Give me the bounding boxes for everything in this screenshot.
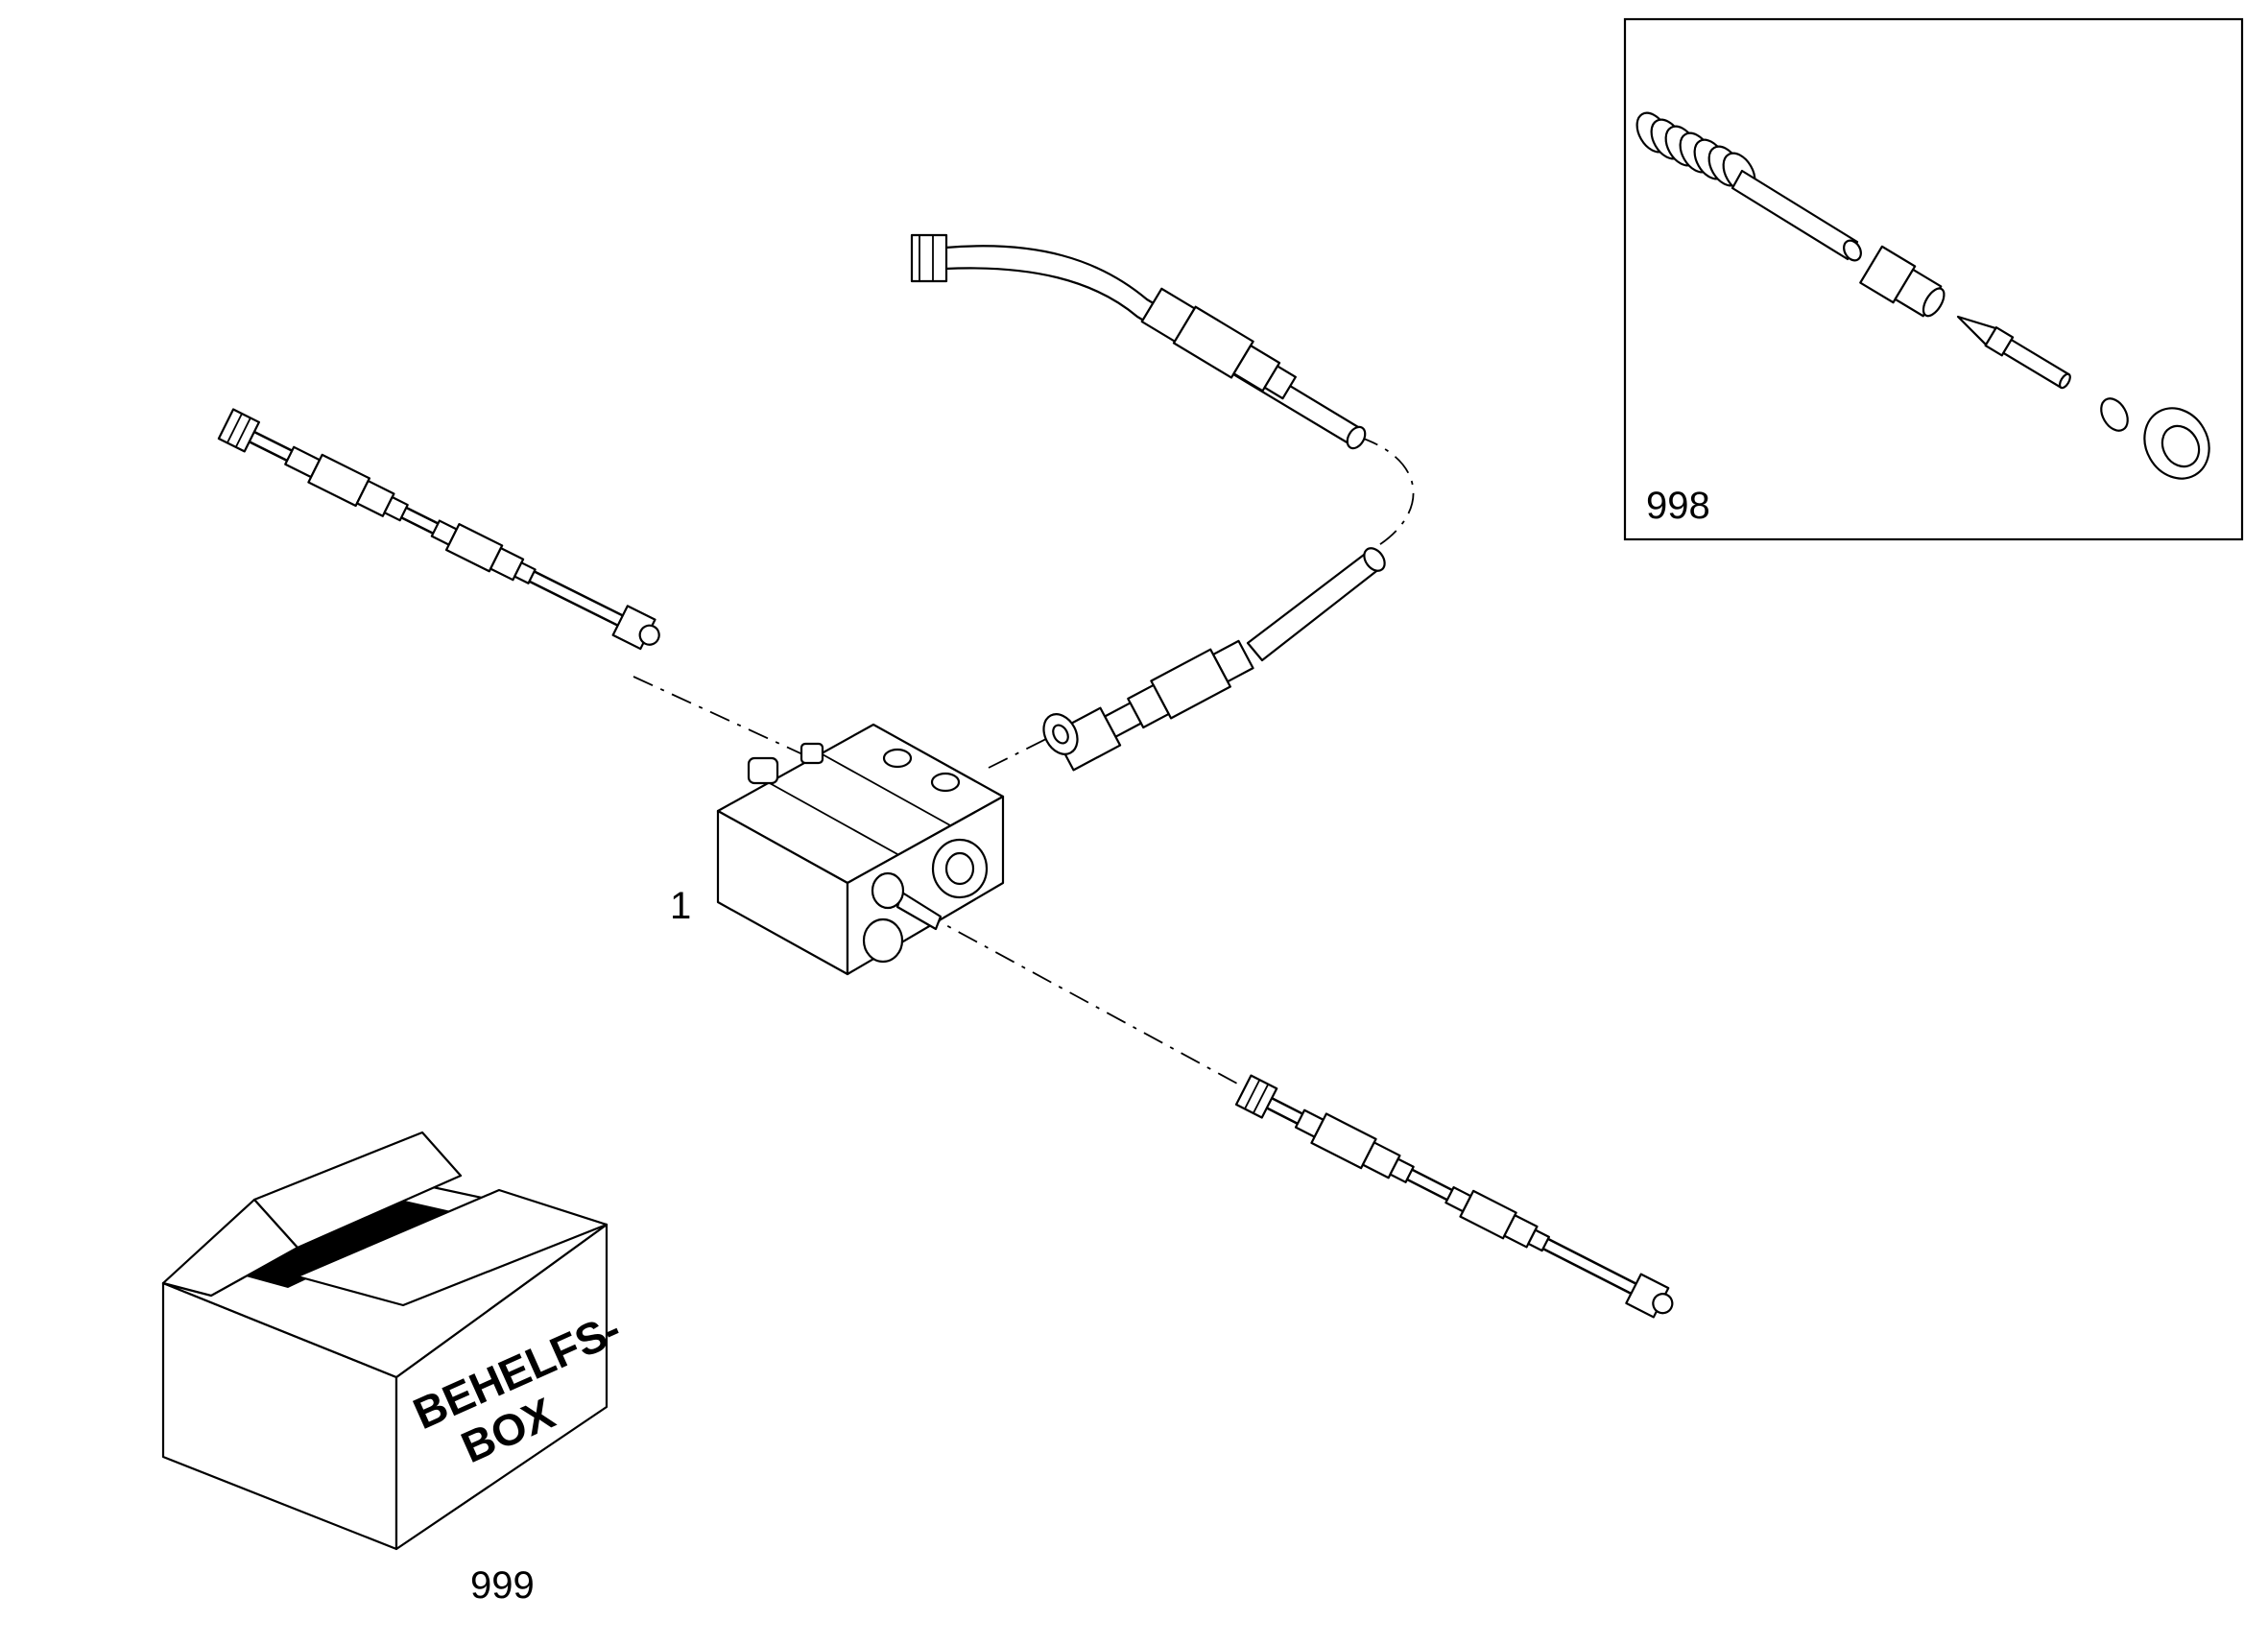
callout-1: 1 [670, 885, 691, 927]
hex-nut [2143, 407, 2210, 480]
center-lines [633, 436, 1415, 1090]
centerline-left [633, 676, 812, 759]
centerline-hose-loop [1357, 436, 1415, 553]
centerline-bottom-right [920, 911, 1249, 1090]
detail-kit-border [1623, 17, 2244, 541]
hose-assembly-lower [1042, 547, 1386, 772]
box-flap-left [161, 1198, 299, 1298]
hose-assembly-upper [910, 233, 1367, 450]
callout-999: 999 [470, 1564, 535, 1607]
callout-998: 998 [1646, 485, 1710, 527]
box-inner-shadow [211, 1195, 451, 1288]
valve-block [716, 723, 1005, 976]
fitting-body [1859, 245, 1946, 318]
pin [1731, 169, 1862, 262]
centerline-top-right [988, 728, 1066, 769]
detail-kit-frame: 998 [1623, 17, 2244, 541]
pipe-assembly-right [1234, 1074, 1674, 1319]
box-flap-right [296, 1188, 609, 1307]
ferrule [2100, 397, 2129, 432]
nipple [1956, 315, 2071, 390]
spare-box: BEHELFS- BOX 999 [161, 1131, 628, 1607]
hose-nut-end [910, 233, 948, 283]
pipe-assembly-left [217, 408, 660, 651]
